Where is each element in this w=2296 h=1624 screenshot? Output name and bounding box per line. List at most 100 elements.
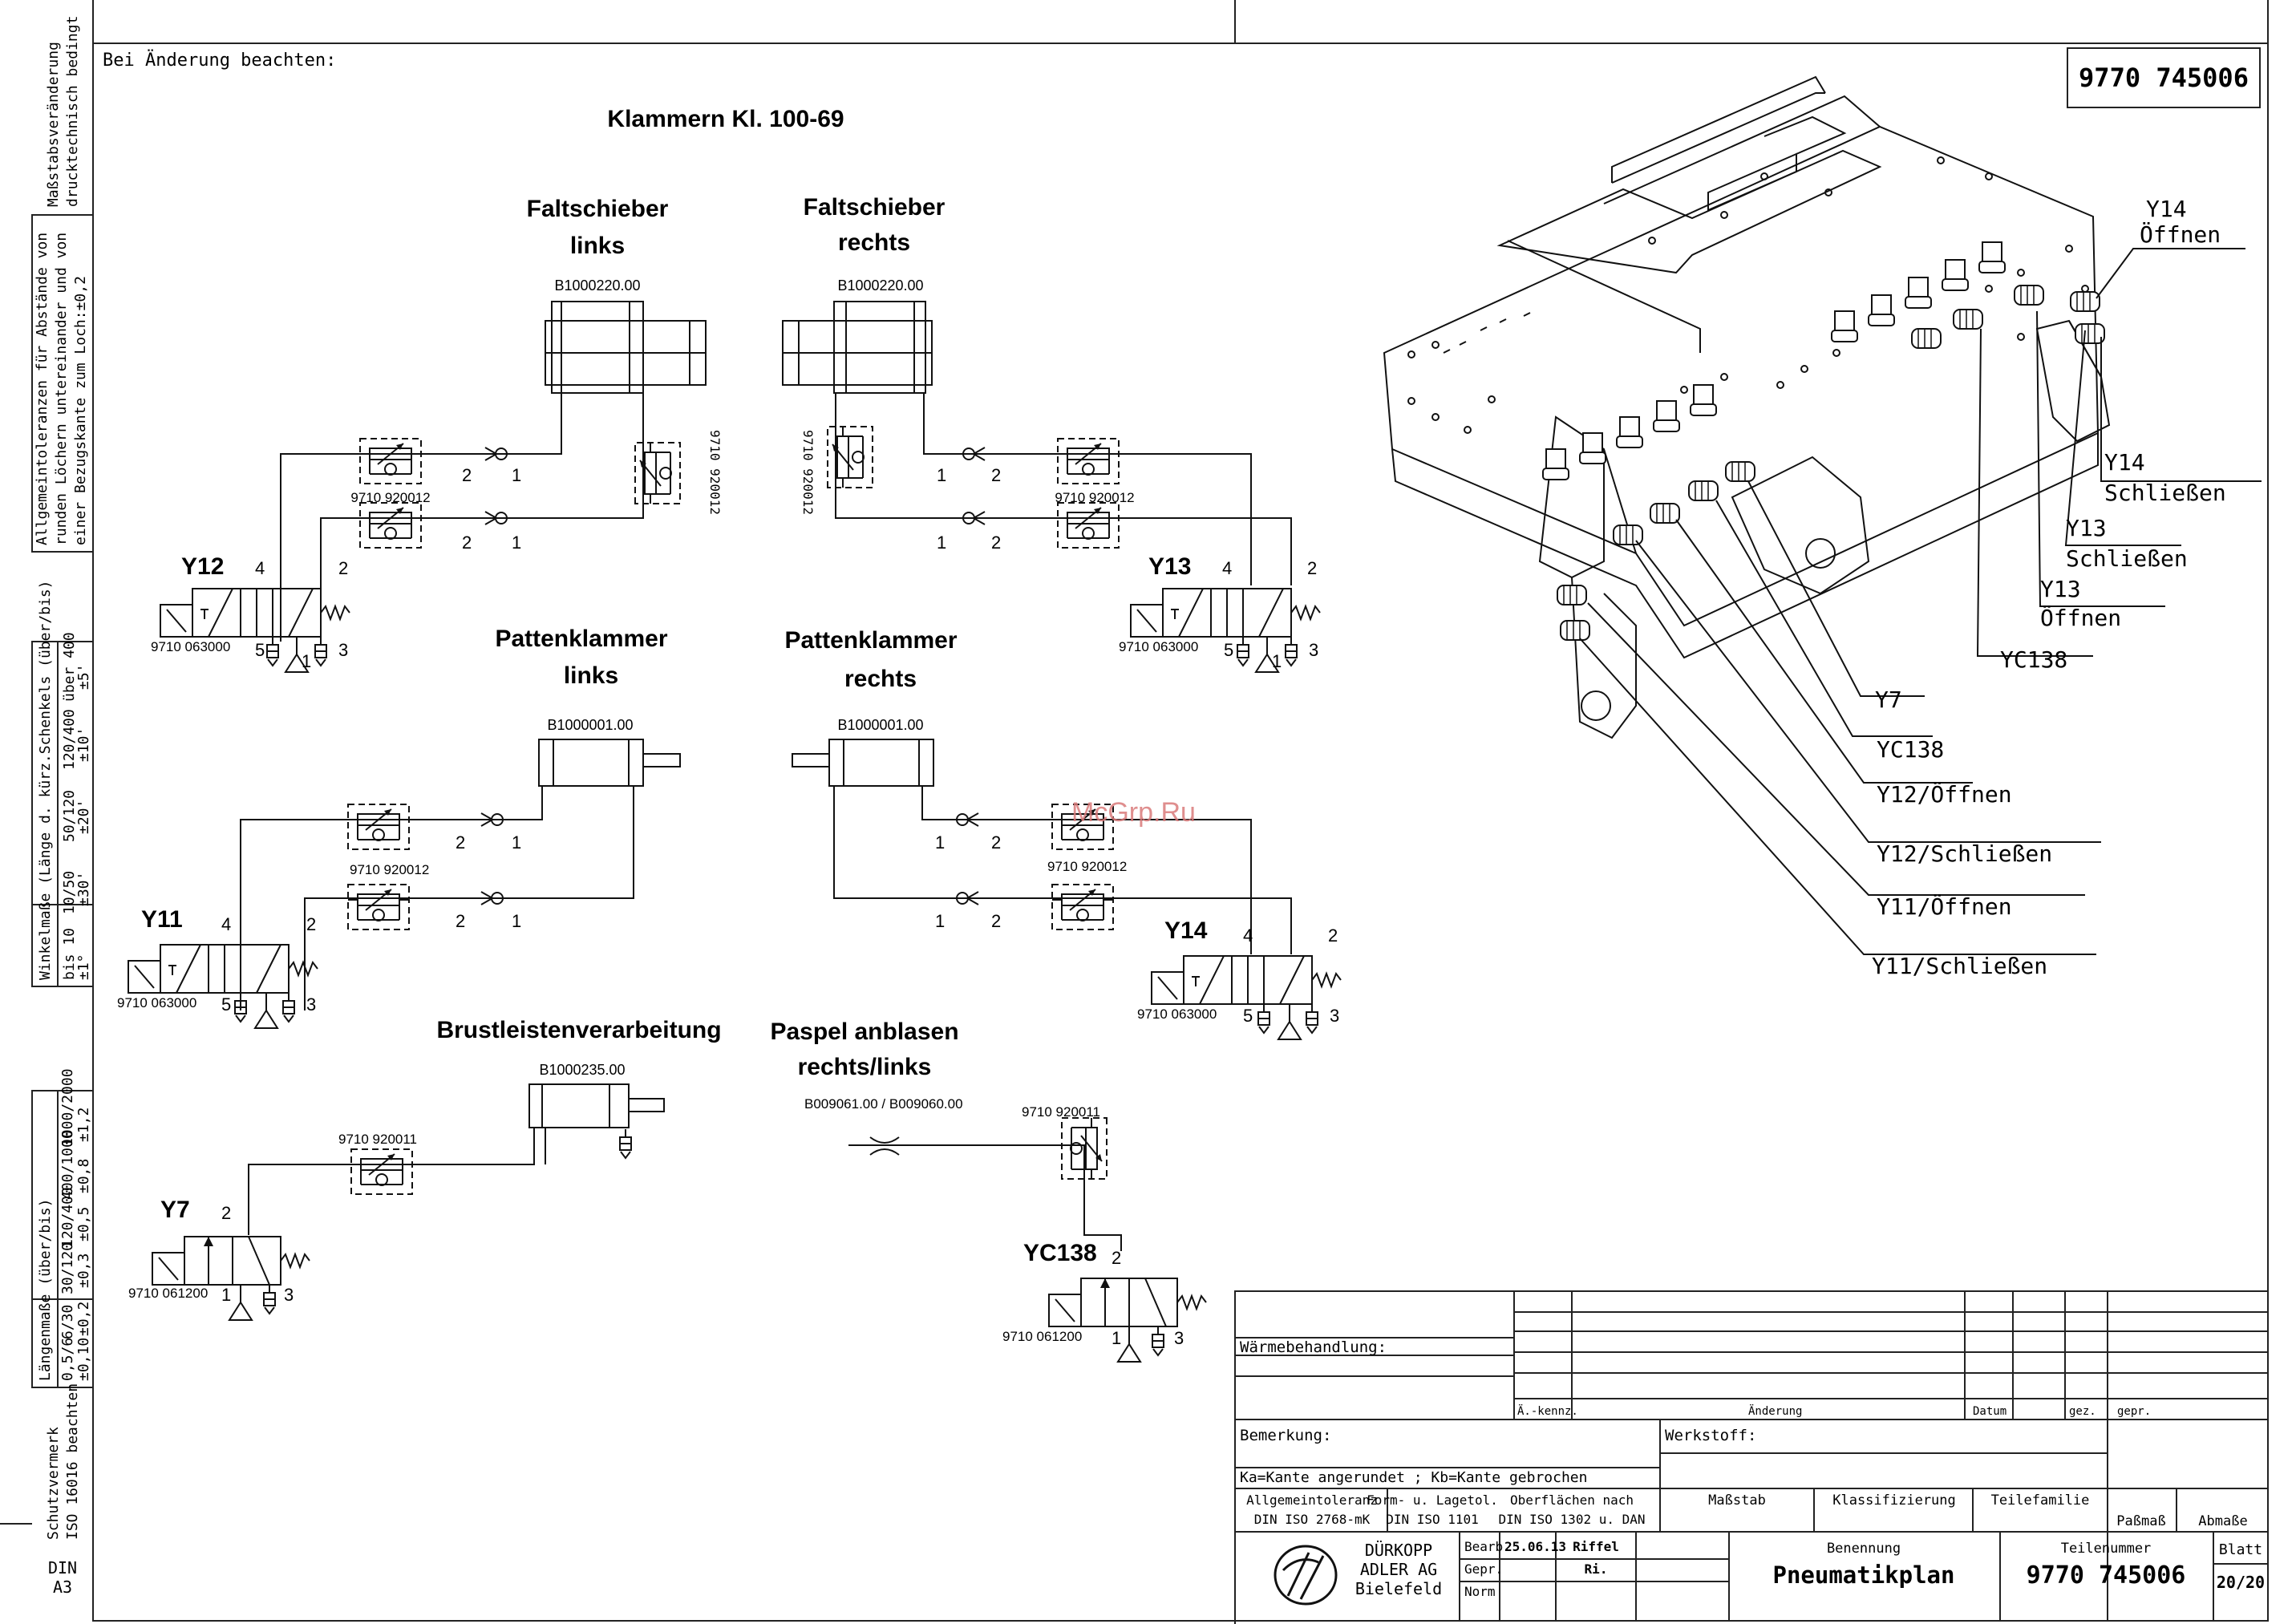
margin-laengen-t0: ±0,10 bbox=[75, 1338, 92, 1381]
margin-winkel-r1: 10/50 bbox=[61, 871, 78, 914]
port-y11-2: 2 bbox=[306, 914, 316, 934]
port-pr-u2: 2 bbox=[991, 832, 1001, 852]
supply-y11 bbox=[254, 992, 278, 1029]
port-y13-4: 4 bbox=[1222, 558, 1232, 578]
margin-laengen-r0: 0,5/6 bbox=[59, 1338, 76, 1381]
pipes-faltschieber-links bbox=[280, 393, 644, 642]
exhaust-yc138 bbox=[1152, 1326, 1164, 1356]
port-y14-4: 4 bbox=[1243, 925, 1253, 946]
left-margin-tables bbox=[31, 214, 94, 1388]
exhaust-brust bbox=[619, 1128, 632, 1159]
part-y12: 9710 063000 bbox=[151, 639, 230, 654]
port-y11-5: 5 bbox=[221, 994, 231, 1014]
tb-benennung-value: Pneumatikplan bbox=[1773, 1561, 1955, 1589]
exhaust-y12-3 bbox=[314, 636, 327, 666]
valve-yc138 bbox=[1048, 1278, 1207, 1327]
part-y13: 9710 063000 bbox=[1119, 639, 1198, 654]
drawing-number-box bbox=[2067, 47, 2261, 108]
company-name-3: Bielefeld bbox=[1355, 1579, 1442, 1598]
cylinder-part-pr: B1000001.00 bbox=[837, 717, 923, 733]
callout-y14-1: Y14 bbox=[2146, 196, 2187, 222]
part-fr-side: 9710 920012 bbox=[800, 430, 816, 515]
callout-yc138-1: YC138 bbox=[2000, 646, 2067, 673]
port-y11-3: 3 bbox=[306, 994, 316, 1014]
tb-gepr2: Gepr. bbox=[1464, 1561, 1503, 1577]
tb-blatt: Blatt bbox=[2219, 1541, 2262, 1558]
part-yc138: 9710 061200 bbox=[1002, 1329, 1082, 1344]
port-pr-l1: 1 bbox=[935, 911, 945, 931]
margin-allg-3: einer Bezugskante zum Loch:±0,2 bbox=[72, 276, 89, 545]
port-pl-l1: 1 bbox=[512, 911, 521, 931]
port-pr-l2: 2 bbox=[991, 911, 1001, 931]
nozzle-part: B009061.00 / B009060.00 bbox=[804, 1096, 963, 1112]
valve-block-fittings bbox=[1542, 241, 2105, 641]
port-y12-1: 1 bbox=[302, 651, 311, 671]
throttle-brust bbox=[350, 1148, 413, 1195]
part-pr-upper: 9710 920012 bbox=[1047, 859, 1127, 874]
margin-mass-2: drucktechnisch bedingt bbox=[64, 16, 81, 207]
tb-oberfl-2: DIN ISO 1302 u. DAN bbox=[1498, 1512, 1645, 1527]
callout-y7: Y7 bbox=[1875, 686, 1902, 713]
margin-a3: A3 bbox=[53, 1577, 72, 1597]
supply-y7 bbox=[229, 1284, 253, 1321]
port-yc138-3: 3 bbox=[1174, 1328, 1184, 1348]
tb-kanten: Ka=Kante angerundet ; Kb=Kante gebrochen bbox=[1240, 1469, 1587, 1486]
cylinder-faltschieber-rechts bbox=[782, 301, 933, 394]
callout-leaders bbox=[1579, 248, 2262, 955]
margin-laengen-r1: 6/30 bbox=[59, 1305, 76, 1339]
exhaust-y12-5 bbox=[266, 636, 279, 666]
tb-abmasse: Abmaße bbox=[2198, 1513, 2247, 1529]
section-faltschieber-links-1: Faltschieber bbox=[527, 196, 669, 222]
part-fl-side: 9710 920012 bbox=[707, 430, 723, 515]
port-y13-5: 5 bbox=[1224, 640, 1233, 660]
tb-teilenummer-value: 9770 745006 bbox=[2027, 1561, 2186, 1590]
tb-datum: Datum bbox=[1973, 1405, 2006, 1418]
margin-winkel-r4: über 400 bbox=[61, 632, 78, 702]
cylinder-part-pl: B1000001.00 bbox=[547, 717, 633, 733]
callout-yc138-2: YC138 bbox=[1877, 736, 1944, 763]
margin-laengen-r3: 120/400 bbox=[59, 1187, 76, 1248]
callout-y12-oeffnen: Y12/Öffnen bbox=[1877, 780, 2012, 808]
callout-oeffnen-2: Öffnen bbox=[2040, 604, 2121, 631]
check-valve-fr-upper bbox=[950, 447, 987, 461]
section-patten-links-2: links bbox=[564, 662, 618, 689]
valve-label-y11: Y11 bbox=[141, 906, 183, 933]
margin-winkel-t0: ±1° bbox=[75, 954, 92, 980]
margin-laengen-title: Längenmaße (über/bis) bbox=[37, 1198, 54, 1381]
tb-bemerkung: Bemerkung: bbox=[1240, 1427, 1331, 1444]
margin-laengen-t4: ±0,8 bbox=[75, 1159, 92, 1193]
throttle-pr-lower bbox=[1051, 884, 1114, 930]
port-pl-u2: 2 bbox=[456, 832, 465, 852]
margin-laengen-t3: ±0,5 bbox=[75, 1207, 92, 1241]
valve-y12 bbox=[160, 588, 350, 638]
exhaust-y14-5 bbox=[1257, 1003, 1270, 1034]
margin-allg-1: Allgemeintoleranzen für Abstände von bbox=[34, 233, 51, 545]
tb-werkstoff: Werkstoff: bbox=[1665, 1427, 1756, 1444]
exhaust-y7 bbox=[263, 1284, 276, 1314]
throttle-fl-side bbox=[634, 442, 681, 504]
margin-laengen-r4: 400/1000 bbox=[59, 1130, 76, 1200]
port-y7-1: 1 bbox=[221, 1285, 231, 1305]
port-pr-u1: 1 bbox=[935, 832, 945, 852]
exhaust-y13-3 bbox=[1285, 636, 1298, 666]
margin-laengen-t2: ±0,3 bbox=[75, 1253, 92, 1288]
check-valve-pr-upper bbox=[944, 812, 981, 827]
tb-teilenummer: Teilenummer bbox=[2061, 1541, 2152, 1557]
cylinder-patten-rechts bbox=[792, 739, 934, 787]
exhaust-y13-5 bbox=[1237, 636, 1249, 666]
cylinder-part-fl: B1000220.00 bbox=[554, 277, 640, 294]
callout-schliessen-2: Schließen bbox=[2066, 545, 2188, 572]
port-fr-l1: 1 bbox=[937, 533, 946, 553]
pipes-patten-links bbox=[240, 786, 634, 1010]
company-name-1: DÜRKOPP bbox=[1365, 1541, 1432, 1560]
tb-massstab: Maßstab bbox=[1708, 1492, 1766, 1509]
port-y13-2: 2 bbox=[1307, 558, 1317, 578]
tb-klass: Klassifizierung bbox=[1832, 1492, 1956, 1509]
port-y12-5: 5 bbox=[255, 640, 265, 660]
exhaust-y11-5 bbox=[234, 992, 247, 1023]
tb-bearb: Bearb. bbox=[1464, 1539, 1511, 1554]
tb-waerme: Wärmebehandlung: bbox=[1240, 1338, 1387, 1356]
port-y14-2: 2 bbox=[1328, 925, 1338, 946]
port-pl-u1: 1 bbox=[512, 832, 521, 852]
callout-y14-2: Y14 bbox=[2104, 449, 2145, 476]
